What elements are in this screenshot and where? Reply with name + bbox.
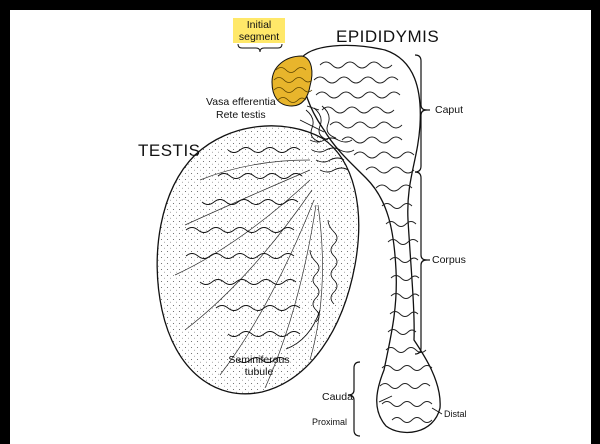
initial-segment-bracket [238, 44, 282, 52]
initial-segment-region [272, 56, 312, 106]
corpus-bracket [415, 172, 430, 354]
initial-segment-label-line1: Initial [247, 19, 272, 31]
testis-epididymis-illustration [10, 10, 591, 444]
vasa-efferentia-label: Vasa efferentia [206, 97, 276, 108]
caput-label: Caput [435, 105, 463, 116]
cauda-label: Cauda [322, 392, 353, 403]
epididymis-title: EPIDIDYMIS [336, 28, 439, 45]
distal-label: Distal [444, 410, 467, 419]
initial-segment-label: Initial segment [233, 19, 285, 43]
rete-testis-label: Rete testis [216, 110, 266, 121]
initial-segment-label-line2: segment [239, 31, 279, 43]
seminiferous-tubule-label: Seminiferous tubule [218, 354, 300, 378]
corpus-label: Corpus [432, 255, 466, 266]
seminiferous-tubule-label-line1: Seminiferous [228, 354, 289, 366]
diagram-panel: Initial segment EPIDIDYMIS TESTIS Vasa e… [10, 10, 591, 444]
proximal-label: Proximal [312, 418, 347, 427]
testis-title: TESTIS [138, 142, 201, 159]
seminiferous-tubule-label-line2: tubule [245, 366, 274, 378]
